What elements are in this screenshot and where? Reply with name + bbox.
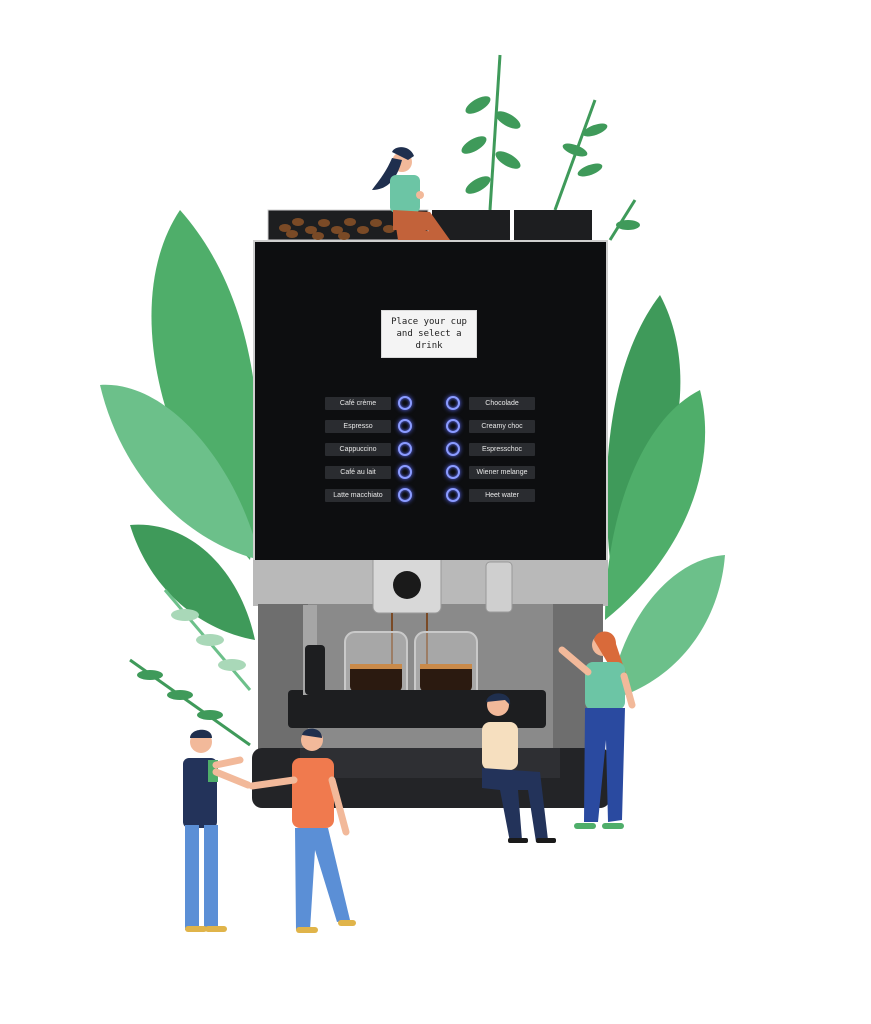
drink-label-espresschoc: Espresschoc <box>469 443 535 456</box>
leaf-left-mid <box>100 384 260 560</box>
select-espresschoc-button[interactable] <box>446 442 460 456</box>
person-man-left <box>183 729 252 932</box>
person-sitting-right <box>482 693 556 843</box>
drink-label-creamy-choc: Creamy choc <box>469 420 535 433</box>
canister-3 <box>514 210 592 240</box>
leaf-left-large <box>151 210 259 560</box>
leaf-right-low <box>610 555 725 700</box>
display-line-1: Place your cup <box>391 317 467 327</box>
drip-tray-top <box>288 690 546 728</box>
select-cafe-creme-button[interactable] <box>398 396 412 410</box>
select-espresso-button[interactable] <box>398 419 412 433</box>
drink-label-chocolade: Chocolade <box>469 397 535 410</box>
person-woman-right <box>558 631 636 829</box>
select-chocolade-button[interactable] <box>446 396 460 410</box>
machine-display: Place your cup and select a drink <box>381 310 477 358</box>
drink-label-cappuccino: Cappuccino <box>325 443 391 456</box>
hot-water-outlet <box>485 561 513 613</box>
select-heet-water-button[interactable] <box>446 488 460 502</box>
drink-label-latte-macchiato: Latte macchiato <box>325 489 391 502</box>
leaf-left-low <box>130 524 255 640</box>
drink-label-cafe-creme: Café crème <box>325 397 391 410</box>
select-cappuccino-button[interactable] <box>398 442 412 456</box>
leaf-right-mid <box>605 390 706 620</box>
drink-label-cafe-au-lait: Café au lait <box>325 466 391 479</box>
machine-front-panel <box>253 240 608 560</box>
drink-label-wiener-melange: Wiener melange <box>469 466 535 479</box>
select-cafe-au-lait-button[interactable] <box>398 465 412 479</box>
drink-label-espresso: Espresso <box>325 420 391 433</box>
select-wiener-melange-button[interactable] <box>446 465 460 479</box>
drink-label-heet-water: Heet water <box>469 489 535 502</box>
person-man-orange <box>248 728 356 933</box>
select-latte-macchiato-button[interactable] <box>398 488 412 502</box>
display-line-2: and select a drink <box>396 329 462 351</box>
select-creamy-choc-button[interactable] <box>446 419 460 433</box>
